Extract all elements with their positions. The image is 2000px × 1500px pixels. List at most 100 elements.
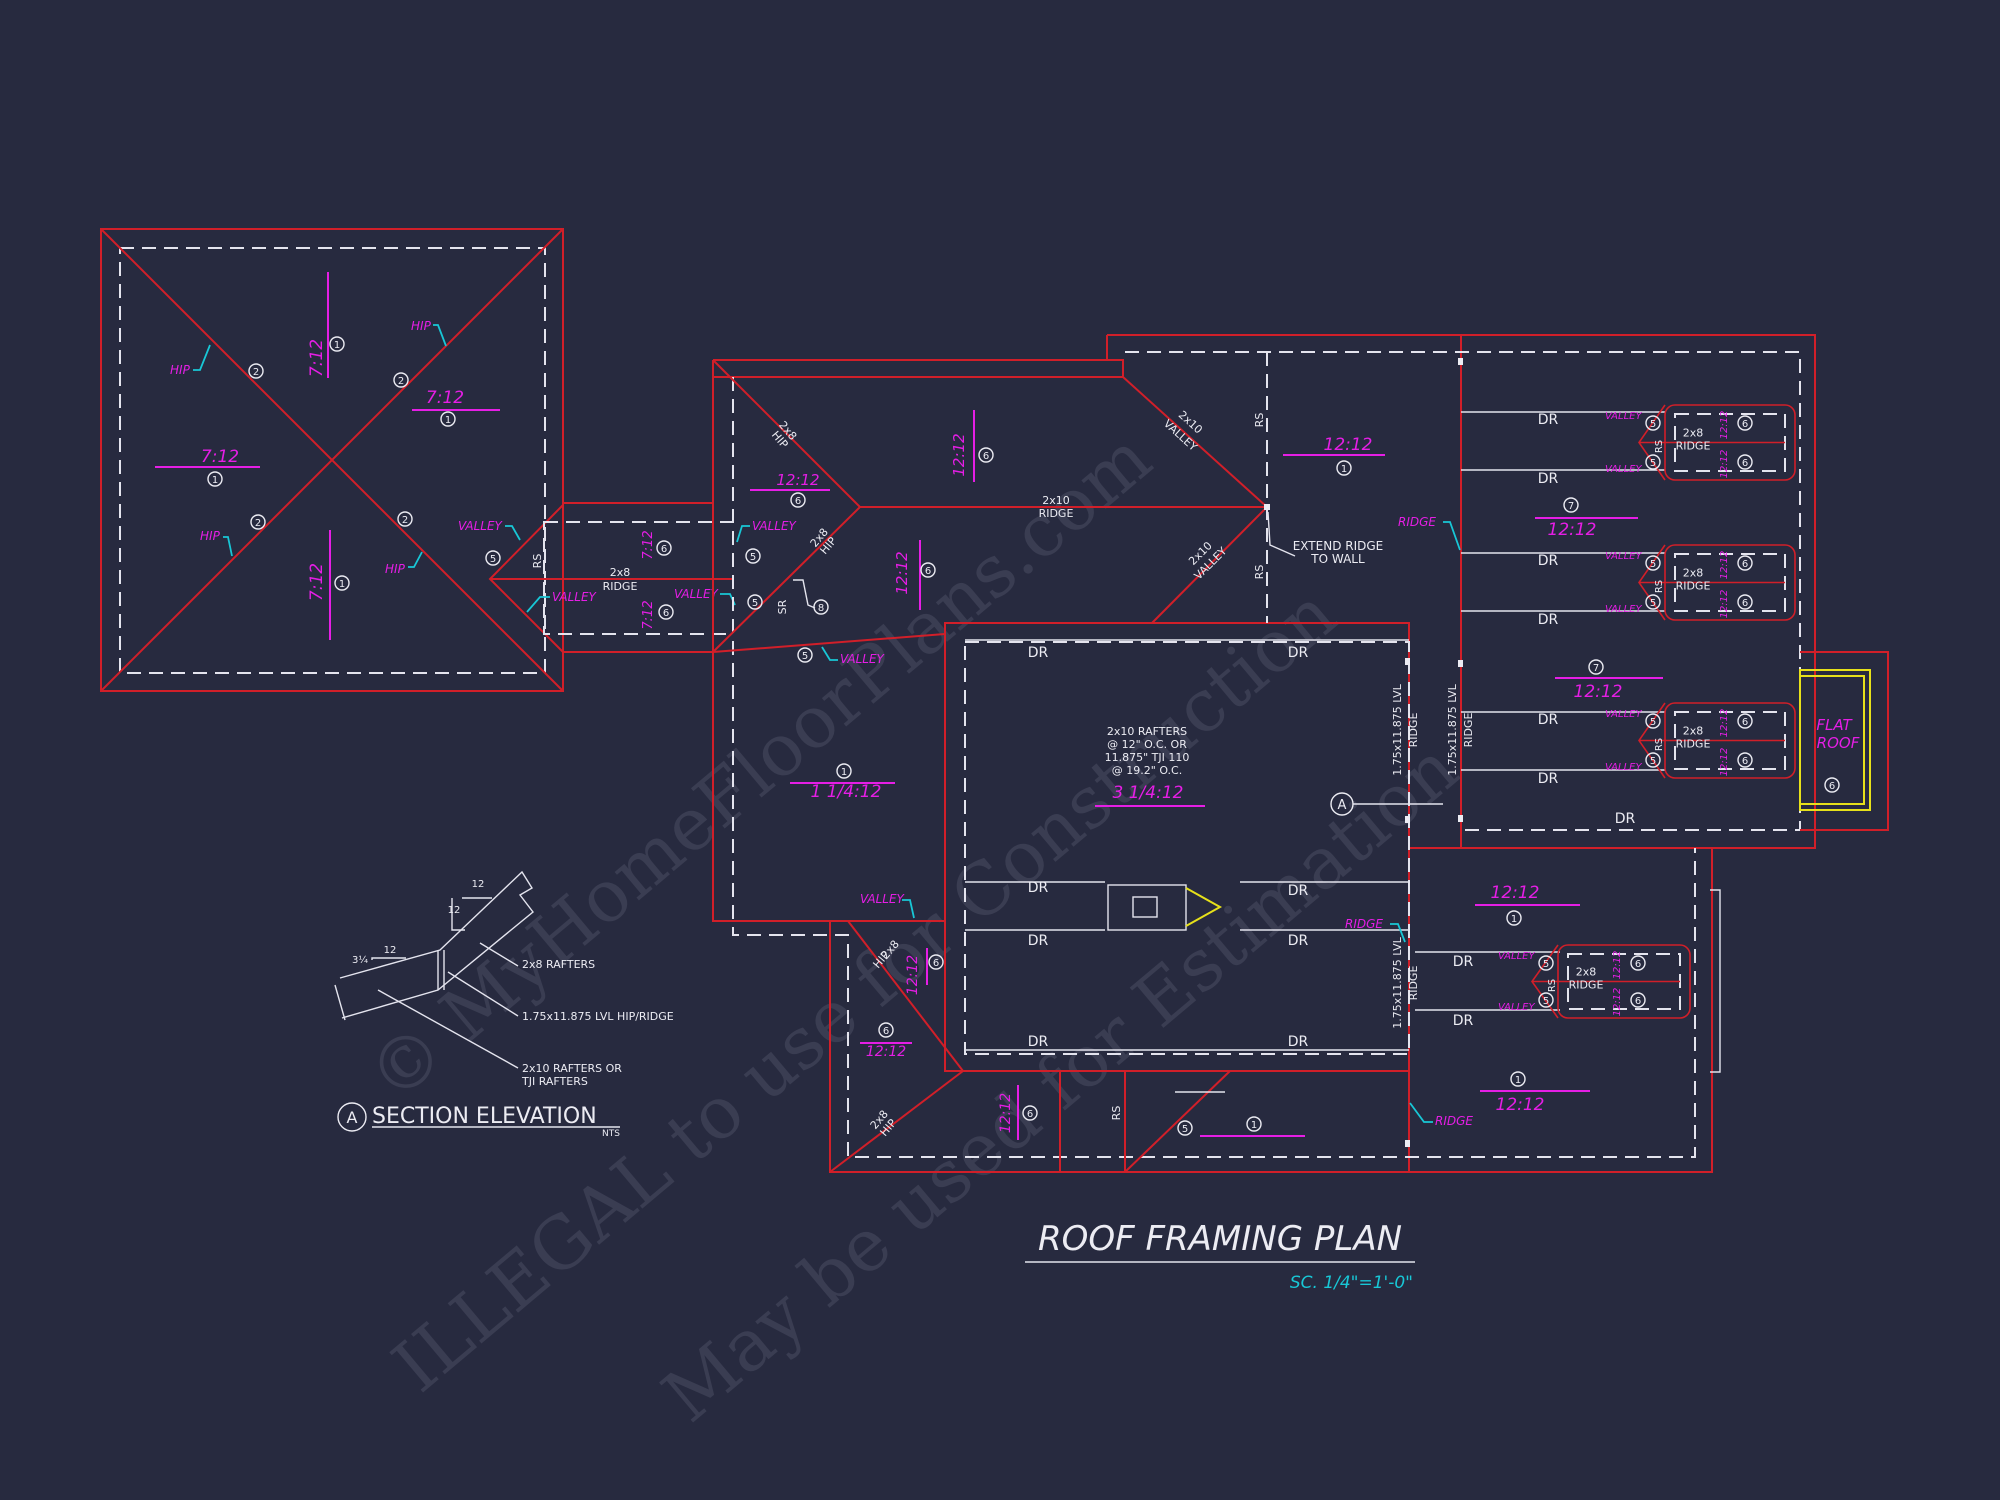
detail-circle [207,471,223,487]
detail-circle [485,550,501,566]
detail-circle [1022,1105,1038,1121]
rafter-note: 2x10 RAFTERS [1107,725,1187,738]
pitch-label: 7:12 [307,339,327,377]
detail-number: 6 [795,496,801,507]
dr-label: DR [1538,471,1559,487]
valley-line [1122,376,1268,508]
detail-circle [1246,1116,1262,1132]
rafter-note: @ 12" O.C. OR [1107,738,1187,751]
detail-number: 2 [398,376,404,387]
leader-line [1443,521,1461,551]
detail-number: 5 [750,552,756,563]
detail-circle [928,954,944,970]
detail-circle [1645,555,1661,571]
valley-line [1124,1070,1231,1173]
connector-roof: 2x8 RIDGE RS 7:12 7:12 6 6 5 VALLEY VALL… [458,502,736,655]
pitch-label: 12:12 [1574,682,1623,702]
detail-circle [397,511,413,527]
flat-roof-label: ROOF [1817,734,1860,752]
leader-line [902,899,915,919]
valley-tag: VALLEY [1605,604,1642,615]
detail-number: 6 [1742,419,1748,430]
detail-number: 1 [339,579,345,590]
detail-number: 5 [1650,717,1656,728]
valley-line [1151,506,1268,624]
dr-label: DR [1538,612,1559,628]
pitch-label: 7:12 [641,600,656,629]
drawing-title: ROOF FRAMING PLAN SC. 1/4"=1'-0" [1025,1219,1415,1293]
detail-circle [656,540,672,556]
section-note: 2x8 RAFTERS [522,958,595,971]
leader-line [505,525,521,541]
rs-label: RS [1253,565,1266,580]
pitch-label: 7:12 [201,447,239,467]
main-wall-line [732,377,1696,1158]
pitch-label: 12:12 [1324,435,1373,455]
detail-number: 2 [402,515,408,526]
valley-tag: VALLEY [1605,551,1642,562]
detail-number: 1 [334,340,340,351]
pitch-label: 12:12 [1491,883,1540,903]
ridge-name: RIDGE [1676,580,1711,593]
valley-tag: VALLEY [1498,951,1535,962]
plan-scale: SC. 1/4"=1'-0" [1290,1273,1413,1293]
rs-label: RS [1654,440,1665,453]
valley-tag: VALLEY [674,587,720,601]
leader-line [1390,923,1406,943]
detail-circle [393,372,409,388]
center-wall-line [964,641,1410,1055]
pitch-label: 12:12 [1548,520,1597,540]
section-title-marker [337,1102,367,1132]
detail-number: 1 [1511,914,1517,925]
ridge-size: 2x10 [1042,494,1070,507]
section-pitch: 12 [384,945,397,956]
ridge-name: RIDGE [1676,738,1711,751]
pitch-label: 12:12 [1496,1095,1545,1115]
detail-number: 5 [752,598,758,609]
lvl-label: 1.75x11.875 LVL [1446,683,1459,775]
hip-line [829,1070,964,1173]
plan-title: ROOF FRAMING PLAN [1038,1219,1402,1259]
leader-line [793,579,816,609]
detail-circle [920,562,936,578]
detail-number: 6 [1027,1109,1033,1120]
detail-circle [1538,992,1554,1008]
dr-label: DR [1028,1034,1049,1050]
pitch-label: 7:12 [641,530,656,559]
left-roof-outline [100,228,564,692]
leader-line [433,324,447,347]
detail-circle [1630,955,1646,971]
dr-label: DR [1615,811,1636,827]
hip-tag: HIP [170,363,191,377]
section-marker-letter: A [1338,798,1347,813]
rafter-lines [965,411,1665,1051]
dr-label: DR [1538,771,1559,787]
pitch-label: 12:12 [1719,551,1730,580]
detail-number: 5 [802,651,808,662]
detail-number: 6 [661,544,667,555]
detail-circle [658,604,674,620]
leader-line [408,551,423,568]
main-roof-outline [712,334,1816,1173]
detail-circle [1588,659,1604,675]
lvl-label: 1.75x11.875 LVL [1391,936,1404,1028]
dr-label: DR [1288,645,1309,661]
detail-circle [1538,955,1554,971]
dr-label: DR [1288,1034,1309,1050]
dr-label: DR [1538,553,1559,569]
valley-tag: VALLEY [1498,1002,1535,1013]
detail-circle [1645,454,1661,470]
pitch-label: 12:12 [1719,590,1730,619]
detail-number: 6 [1635,996,1641,1007]
leader-line [223,536,233,557]
valley-tag: VALLEY [752,519,798,533]
detail-circle [1645,415,1661,431]
left-wall-line [119,247,546,674]
detail-circle [248,363,264,379]
detail-number: 5 [1543,996,1549,1007]
dr-label: DR [1538,712,1559,728]
detail-circle [1645,752,1661,768]
detail-circle [1645,713,1661,729]
ridge-tag: RIDGE [1398,515,1436,529]
section-elevation-detail: 12 12 3¼ 12 2x8 RAFTERS 1.75x11.875 LVL … [334,870,674,1139]
